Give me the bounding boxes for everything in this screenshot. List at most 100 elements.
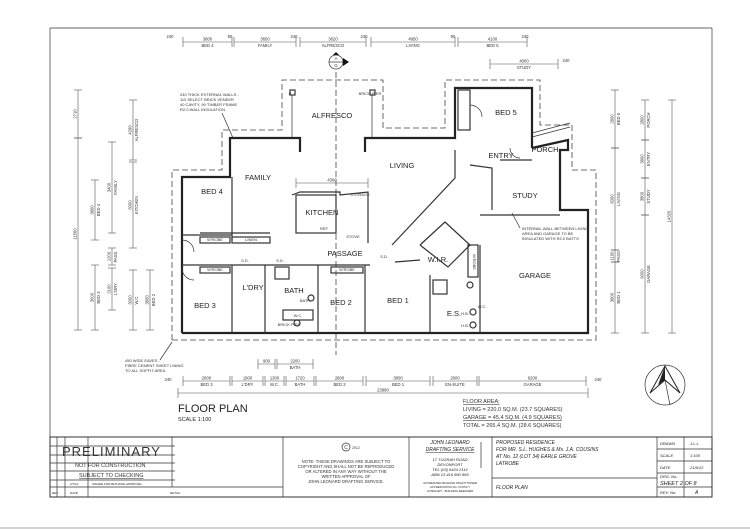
right-dim-value: 2800: [640, 115, 645, 125]
rev-value: A: [694, 490, 699, 496]
right-dim-label: PASS.: [616, 250, 621, 262]
not-for-construction: NOT FOR CONSTRUCTION: [75, 463, 146, 469]
bottom-end: 240: [595, 377, 603, 382]
fixture-label: S.D.: [276, 258, 284, 263]
firm-name-1: JOHN LEONARD: [429, 440, 470, 446]
fixture-label: W'ROBE: [339, 267, 355, 272]
bottom-dim-value: 1300: [270, 376, 280, 381]
left-dim-value: 2710: [73, 109, 78, 119]
top-dim-value: 4950: [408, 37, 418, 42]
floor-area-total: TOTAL = 265.4 SQ.M. (28.6 SQUARES): [463, 423, 562, 429]
bottom-upper-dim-value: 900: [263, 359, 271, 364]
firm-phone: TEL (03) 6424 2114: [432, 467, 468, 472]
fixture-label: STOVE: [346, 234, 360, 239]
sheet-border: [0, 27, 750, 529]
right-dim-value: 6000: [610, 194, 615, 204]
top-dim-value: 3800: [203, 37, 213, 42]
kitchen-dim-value: 4300: [327, 178, 337, 183]
left-dim-value: 2100: [107, 284, 112, 294]
left-dim-value: 6000: [128, 200, 133, 210]
room-label: BED 3: [194, 301, 216, 310]
fixture-label: BRICK PIER: [359, 91, 382, 96]
bottom-dim-value: 1720: [295, 376, 305, 381]
right-dim-label: GARAGE: [646, 265, 651, 283]
room-label: E.S.: [447, 309, 461, 318]
left-dim-value: 3600: [90, 292, 95, 302]
room-label: ENTRY: [488, 151, 513, 160]
revision-date: 2/7/12: [69, 482, 79, 486]
right-dim-value: 3800: [640, 191, 645, 201]
right-dim-value: 2800: [610, 114, 615, 124]
left-dim-value: 11560: [73, 228, 78, 240]
date-label: DATE: [660, 465, 671, 470]
firm-abn: ABN 13 416 960 969: [430, 472, 469, 477]
fixture-label: S.D.: [380, 254, 388, 259]
drawn-label: DRAWN: [660, 441, 675, 446]
study-dim-label: STUDY: [517, 65, 531, 70]
room-label: GARAGE: [519, 271, 551, 280]
bottom-end: 240: [165, 377, 173, 382]
left-dim-value: 3400: [107, 182, 112, 192]
top-dim-label: BED 4: [201, 43, 214, 48]
left-dim-label: PASS.: [113, 250, 118, 262]
room-label: ALFRESCO: [312, 111, 353, 120]
alfresco-piers: [289, 89, 376, 138]
bottom-dim-value: 3800: [393, 376, 403, 381]
left-dim-value: 3000: [128, 295, 133, 305]
top-dim-small: 240: [522, 34, 530, 39]
fixture-label: W.C.: [478, 304, 487, 309]
right-dim-label: ENTRY: [646, 152, 651, 166]
drawing-info: DRAWN J.L.L. SCALE 1:100 DATE 21/6/12 DR…: [660, 441, 704, 496]
section-marker: A G: [328, 52, 349, 70]
rev-label: REV. No.: [660, 490, 676, 495]
plan-scale: SCALE 1:100: [178, 417, 211, 423]
fixture-label: W'ROBE: [207, 267, 223, 272]
top-dim-value: 4100: [488, 37, 498, 42]
room-label: L'DRY: [242, 283, 263, 292]
left-dim-label: BED 3: [96, 291, 101, 304]
plan-title: FLOOR PLAN: [178, 403, 248, 415]
right-dim-label: BED 1: [616, 291, 621, 304]
room-label: W.I.R.: [428, 255, 448, 264]
copyright-note-2: COPYRIGHT AND SHALL NOT BE REPRODUCED: [298, 464, 395, 469]
firm-section: JOHN LEONARD DRAFTING SERVICE 17 TUGRAH …: [422, 440, 477, 493]
col-detail: DETAIL: [170, 491, 181, 495]
room-label: BED 2: [330, 298, 352, 307]
date-value: 21/6/12: [689, 465, 704, 470]
bottom-dim-value: 1900: [243, 376, 253, 381]
firm-accreditation-3: CATEGORY - BUILDING DESIGNER: [427, 489, 473, 493]
right-dim-label: LIVING: [616, 192, 621, 206]
preliminary-label: PRELIMINARY: [62, 444, 161, 459]
bottom-overall-value: 23980: [377, 388, 389, 393]
copyright-note-5: JOHN LEONARD DRAFTING SERVICE.: [308, 479, 384, 484]
top-dim-value: 3650: [260, 37, 270, 42]
left-dim-label: BED 2: [151, 293, 156, 306]
note-external-walls: 240 THICK EXTERNAL WALLS -110 SELECT BRI…: [180, 92, 239, 112]
study-dim-value: 4000: [519, 59, 529, 64]
room-label: PORCH: [531, 145, 558, 154]
bottom-dim-value: 2800: [335, 376, 345, 381]
copyright-note-1: NOTE- THESE DRAWINGS ARE SUBJECT TO: [302, 459, 391, 464]
room-label: FAMILY: [245, 173, 271, 182]
project-line-4: LATROBE: [496, 461, 520, 467]
floor-area-living: LIVING = 220.0 SQ.M. (23.7 SQUARES): [463, 407, 563, 413]
bottom-dim-label: EN-SUITE: [445, 382, 465, 387]
right-dim-label: STUDY: [646, 189, 651, 203]
fixture-label: REF: [320, 226, 329, 231]
north-arrow-icon: [644, 364, 686, 406]
col-rev: REV.: [52, 491, 59, 495]
fixture-label: S.D.: [241, 258, 249, 263]
left-dim-label: BED 4: [96, 203, 101, 216]
top-dim-small: 240: [167, 34, 175, 39]
plan-notes: 240 THICK EXTERNAL WALLS -110 SELECT BRI…: [125, 92, 588, 373]
left-dim-value: 1200: [107, 251, 112, 261]
left-dim-value: 3800: [145, 295, 150, 305]
top-dim-label: LIVING: [406, 43, 420, 48]
top-dim-value: 3620: [328, 37, 338, 42]
firm-accreditation-2: ACCREDITATION No. CC6517 I: [429, 485, 470, 489]
bottom-upper-dim-value: 2200: [290, 359, 300, 364]
fixture-label: P: [289, 91, 292, 96]
bottom-dim-value: 2800: [202, 376, 212, 381]
